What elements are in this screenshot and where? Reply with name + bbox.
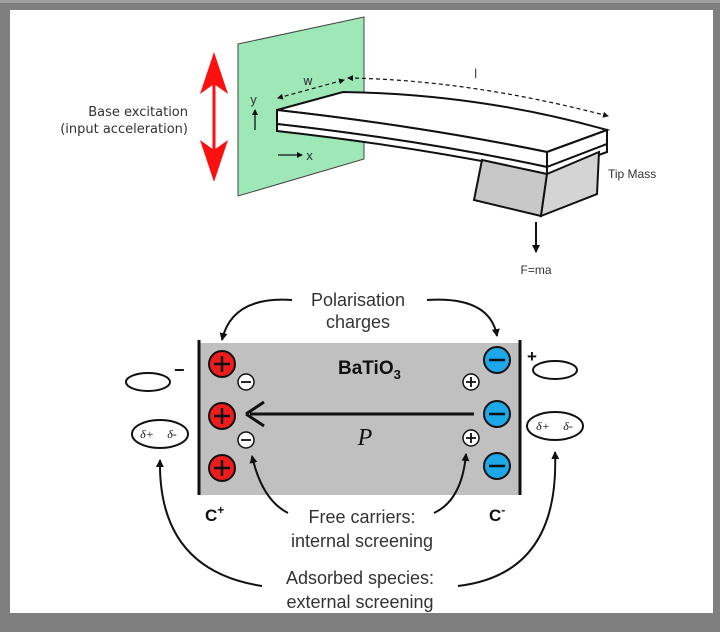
left-ion-sign: − <box>174 360 185 380</box>
positive-charge-icon <box>208 350 236 378</box>
external-screening-label: external screening <box>286 592 433 612</box>
polarisation-symbol: P <box>357 425 373 451</box>
force-label: F=ma <box>520 263 551 277</box>
polarisation-arrow-icon <box>245 400 474 428</box>
input-acceleration-label: (input acceleration) <box>60 122 188 137</box>
negative-charge-icon <box>483 400 511 428</box>
tip-mass-label: Tip Mass <box>608 167 656 181</box>
dipole-plus-label: δ+ <box>536 419 550 433</box>
polarisation-charges-label: Polarisation <box>311 290 405 310</box>
axis-x-label: x <box>306 149 313 163</box>
dipole-minus-label: δ- <box>167 427 177 441</box>
negative-charge-icon <box>483 346 511 374</box>
frame-top-edge <box>0 0 720 3</box>
screening-diagram: BaTiO3 P − <box>125 290 584 612</box>
right-surface-label: C- <box>489 503 505 525</box>
free-carriers <box>237 373 480 449</box>
free-hole-icon <box>462 373 480 391</box>
excitation-arrow-icon <box>200 52 228 182</box>
free-electron-icon <box>237 431 255 449</box>
free-carriers-label: Free carriers: <box>308 507 415 527</box>
base-excitation-label: Base excitation <box>88 105 188 120</box>
dipole-plus-label: δ+ <box>140 427 154 441</box>
axis-y-label: y <box>250 93 257 107</box>
pointer-arrows <box>155 298 560 587</box>
right-ion-sign: + <box>527 347 537 366</box>
material-label: BaTiO3 <box>338 358 401 382</box>
positive-bound-charges <box>208 350 236 482</box>
cantilever-diagram: Base excitation (input acceleration) y x <box>60 16 656 277</box>
adsorbed-ion-left <box>125 372 171 392</box>
width-label: w <box>303 74 313 88</box>
adsorbed-dipole-right: δ+ δ- <box>526 411 584 441</box>
width-dimension-icon <box>277 78 345 100</box>
length-label: l <box>474 67 477 81</box>
length-dimension-icon <box>347 75 609 118</box>
polarisation-charges-label-2: charges <box>326 312 390 332</box>
free-hole-icon <box>462 429 480 447</box>
negative-charge-icon <box>483 452 511 480</box>
adsorbed-dipole-left: δ+ δ- <box>131 419 189 449</box>
internal-screening-label: internal screening <box>291 531 433 551</box>
arrow-to-free-electron <box>249 455 289 514</box>
left-surface-label: C+ <box>205 503 224 525</box>
tip-mass <box>472 150 601 218</box>
adsorbed-ion-right <box>532 360 578 380</box>
positive-charge-icon <box>208 454 236 482</box>
arrow-to-negative-charges <box>426 298 500 337</box>
positive-charge-icon <box>208 402 236 430</box>
adsorbed-species-label: Adsorbed species: <box>286 568 434 588</box>
arrow-to-right-adsorbate <box>457 451 560 587</box>
free-electron-icon <box>237 373 255 391</box>
dipole-minus-label: δ- <box>563 419 573 433</box>
arrow-to-free-hole <box>433 453 470 514</box>
arrow-to-positive-charges <box>219 298 293 341</box>
arrow-to-left-adsorbate <box>155 459 263 587</box>
cantilever-beam <box>276 90 611 176</box>
negative-bound-charges <box>483 346 511 480</box>
